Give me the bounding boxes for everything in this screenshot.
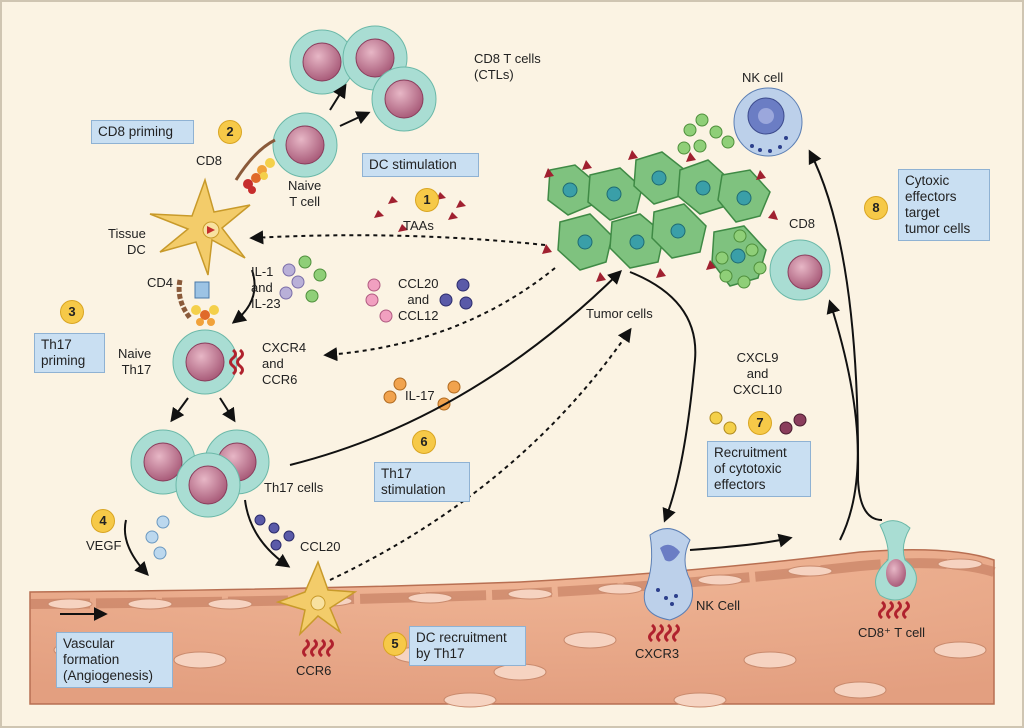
il17-label: IL-17 [405, 388, 435, 403]
dashed-arrows [249, 230, 632, 581]
cxcr3-label: CXCR3 [635, 646, 680, 661]
tissue-dc [149, 177, 251, 276]
cd8-cell-right [769, 239, 831, 301]
cd8-receptor-complex [234, 138, 276, 194]
step-5-badge: 5 [383, 632, 407, 656]
cd8-t-cells-label: CD8 T cells (CTLs) [474, 51, 541, 82]
ccr6-label: CCR6 [296, 663, 332, 678]
il17-dots [383, 377, 461, 411]
cd8-receptor-label: CD8 [196, 153, 223, 168]
nk-cell-top [733, 87, 803, 157]
cxcr4-ccr6-label: CXCR4 and CCR6 [262, 340, 307, 387]
cd8-t-cell-bottom-label: CD8⁺ T cell [858, 625, 926, 640]
ccl20-ccl12-label: CCL20 and CCL12 [398, 276, 439, 323]
cd8-right-label: CD8 [789, 216, 816, 231]
nk-cell-top-label: NK cell [742, 70, 784, 85]
vegf-dots [145, 515, 170, 560]
naive-th17-cell [172, 329, 244, 395]
step-6-badge: 6 [412, 430, 436, 454]
ccl20-ccl12-dots [365, 278, 473, 323]
tumor-cells-label: Tumor cells [586, 306, 653, 321]
tumor-spikes [542, 150, 778, 282]
vegf-label: VEGF [86, 538, 122, 553]
cxcl9-cxcl10-label: CXCL9 and CXCL10 [733, 350, 783, 397]
step-1-badge: 1 [415, 188, 439, 212]
cytotoxic-effectors-box: Cytoxic effectors target tumor cells [898, 169, 990, 241]
cxcl9-cxcl10-dots [709, 411, 807, 435]
cd8-t-cells-cluster [289, 25, 437, 132]
tumor-nuclei [562, 170, 752, 264]
cd8-priming-box: CD8 priming [91, 120, 194, 144]
naive-t-cell [272, 112, 338, 178]
naive-t-cell-label: Naive T cell [288, 178, 322, 209]
naive-th17-label: Naive Th17 [118, 346, 152, 377]
th17-stimulation-box: Th17 stimulation [374, 462, 470, 502]
ccl20-label: CCL20 [300, 539, 341, 554]
taas-label: TAAs [403, 218, 434, 233]
recruited-dc [275, 559, 358, 658]
cd4-receptor-label: CD4 [147, 275, 174, 290]
granules [677, 113, 767, 289]
tissue-dc-label: Tissue DC [108, 226, 146, 257]
nk-cell-bottom [643, 528, 693, 643]
step-2-badge: 2 [218, 120, 242, 144]
il1-il23-dots [279, 255, 327, 303]
step-3-badge: 3 [60, 300, 84, 324]
step-8-badge: 8 [864, 196, 888, 220]
th17-cells-cluster [130, 429, 270, 518]
step-4-badge: 4 [91, 509, 115, 533]
dc-stimulation-box: DC stimulation [362, 153, 479, 177]
cd8-t-cell-bottom [875, 520, 917, 620]
il1-il23-label: IL-1 and IL-23 [251, 264, 281, 311]
th17-cells-label: Th17 cells [264, 480, 324, 495]
solid-arrows [60, 83, 883, 621]
th17-priming-box: Th17 priming [34, 333, 105, 373]
nk-cell-bottom-label: NK Cell [696, 598, 741, 613]
dc-recruitment-box: DC recruitment by Th17 [409, 626, 526, 666]
cd4-receptor-complex [176, 279, 219, 326]
vascular-formation-box: Vascular formation (Angiogenesis) [56, 632, 173, 688]
recruitment-effectors-box: Recruitment of cytotoxic effectors [707, 441, 811, 497]
ccl20-dots [254, 514, 295, 551]
step-7-badge: 7 [748, 411, 772, 435]
